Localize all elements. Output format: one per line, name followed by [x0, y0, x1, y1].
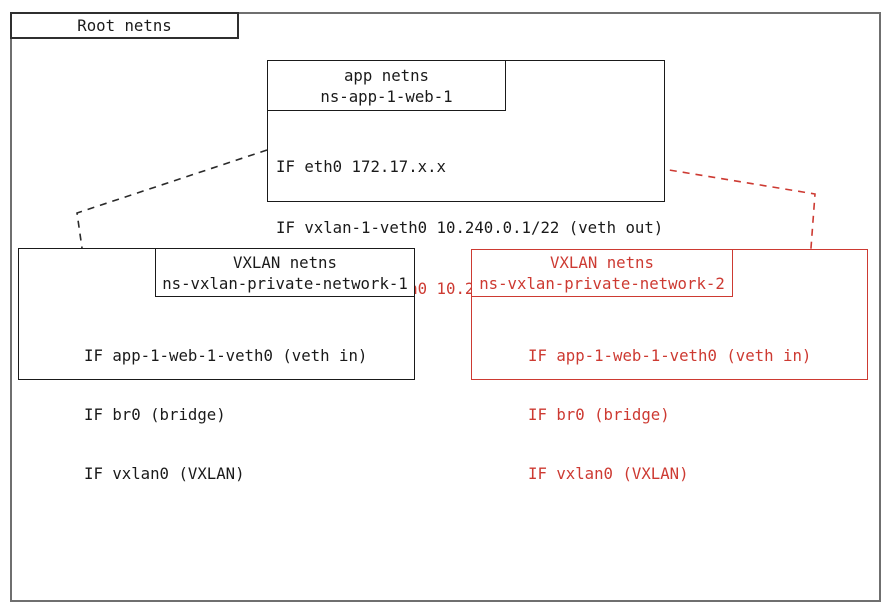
- interface-row: IF eth0 172.17.x.x: [276, 156, 447, 176]
- interface-row: IF app-1-web-1-veth0 (veth in): [84, 345, 368, 365]
- vxlan-netns-1-title-line1: VXLAN netns: [233, 252, 337, 272]
- app-netns-title-line1: app netns: [343, 65, 429, 85]
- vxlan-netns-1-interfaces: IF app-1-web-1-veth0 (veth in) IF br0 (b…: [84, 306, 367, 524]
- interface-row: IF vxlan0 (VXLAN): [528, 464, 689, 484]
- interface-row: IF vxlan-1-veth0 10.240.0.1/22 (veth out…: [276, 218, 664, 238]
- root-netns-label-text: Root netns: [77, 16, 172, 35]
- vxlan-netns-2-interfaces: IF app-1-web-1-veth0 (veth in) IF br0 (b…: [528, 306, 811, 524]
- vxlan-netns-2-title-line1: VXLAN netns: [550, 253, 654, 272]
- root-netns-label: Root netns: [10, 12, 239, 39]
- interface-row: IF vxlan0 (VXLAN): [84, 464, 245, 484]
- vxlan-netns-1-title: VXLAN netns ns-vxlan-private-network-1: [155, 248, 415, 297]
- interface-row: IF br0 (bridge): [84, 404, 226, 424]
- app-netns-title-line2: ns-app-1-web-1: [320, 86, 453, 106]
- interface-row: IF app-1-web-1-veth0 (veth in): [528, 345, 812, 365]
- vxlan-netns-1-title-line2: ns-vxlan-private-network-1: [162, 273, 408, 293]
- vxlan-netns-2-title-line2: ns-vxlan-private-network-2: [479, 274, 725, 293]
- vxlan-netns-2-title: VXLAN netns ns-vxlan-private-network-2: [471, 249, 733, 297]
- root-netns-box: [10, 12, 881, 602]
- interface-row: IF br0 (bridge): [528, 404, 670, 424]
- app-netns-title: app netns ns-app-1-web-1: [267, 60, 506, 111]
